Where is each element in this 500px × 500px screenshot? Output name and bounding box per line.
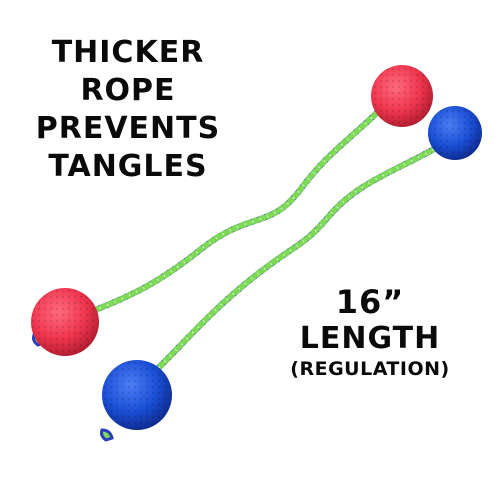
regulation-note: (REGULATION)	[290, 358, 450, 380]
length-label: LENGTH	[299, 321, 441, 356]
headline-line: THICKER	[51, 35, 205, 70]
blue-bolas-rope	[127, 137, 453, 398]
headline-text: THICKER ROPE PREVENTS TANGLES	[28, 34, 228, 186]
length-spec: 16” LENGTH (REGULATION)	[270, 283, 470, 381]
red-ball-bottom	[31, 288, 99, 356]
headline-line: TANGLES	[48, 149, 208, 184]
red-bolas-rope	[67, 102, 388, 323]
blue-ball-top	[428, 106, 482, 160]
length-value: 16”	[335, 283, 405, 321]
headline-line: ROPE	[80, 73, 176, 108]
blue-ball-bottom	[102, 360, 172, 430]
headline-line: PREVENTS	[35, 111, 221, 146]
red-ball-top	[371, 65, 433, 127]
